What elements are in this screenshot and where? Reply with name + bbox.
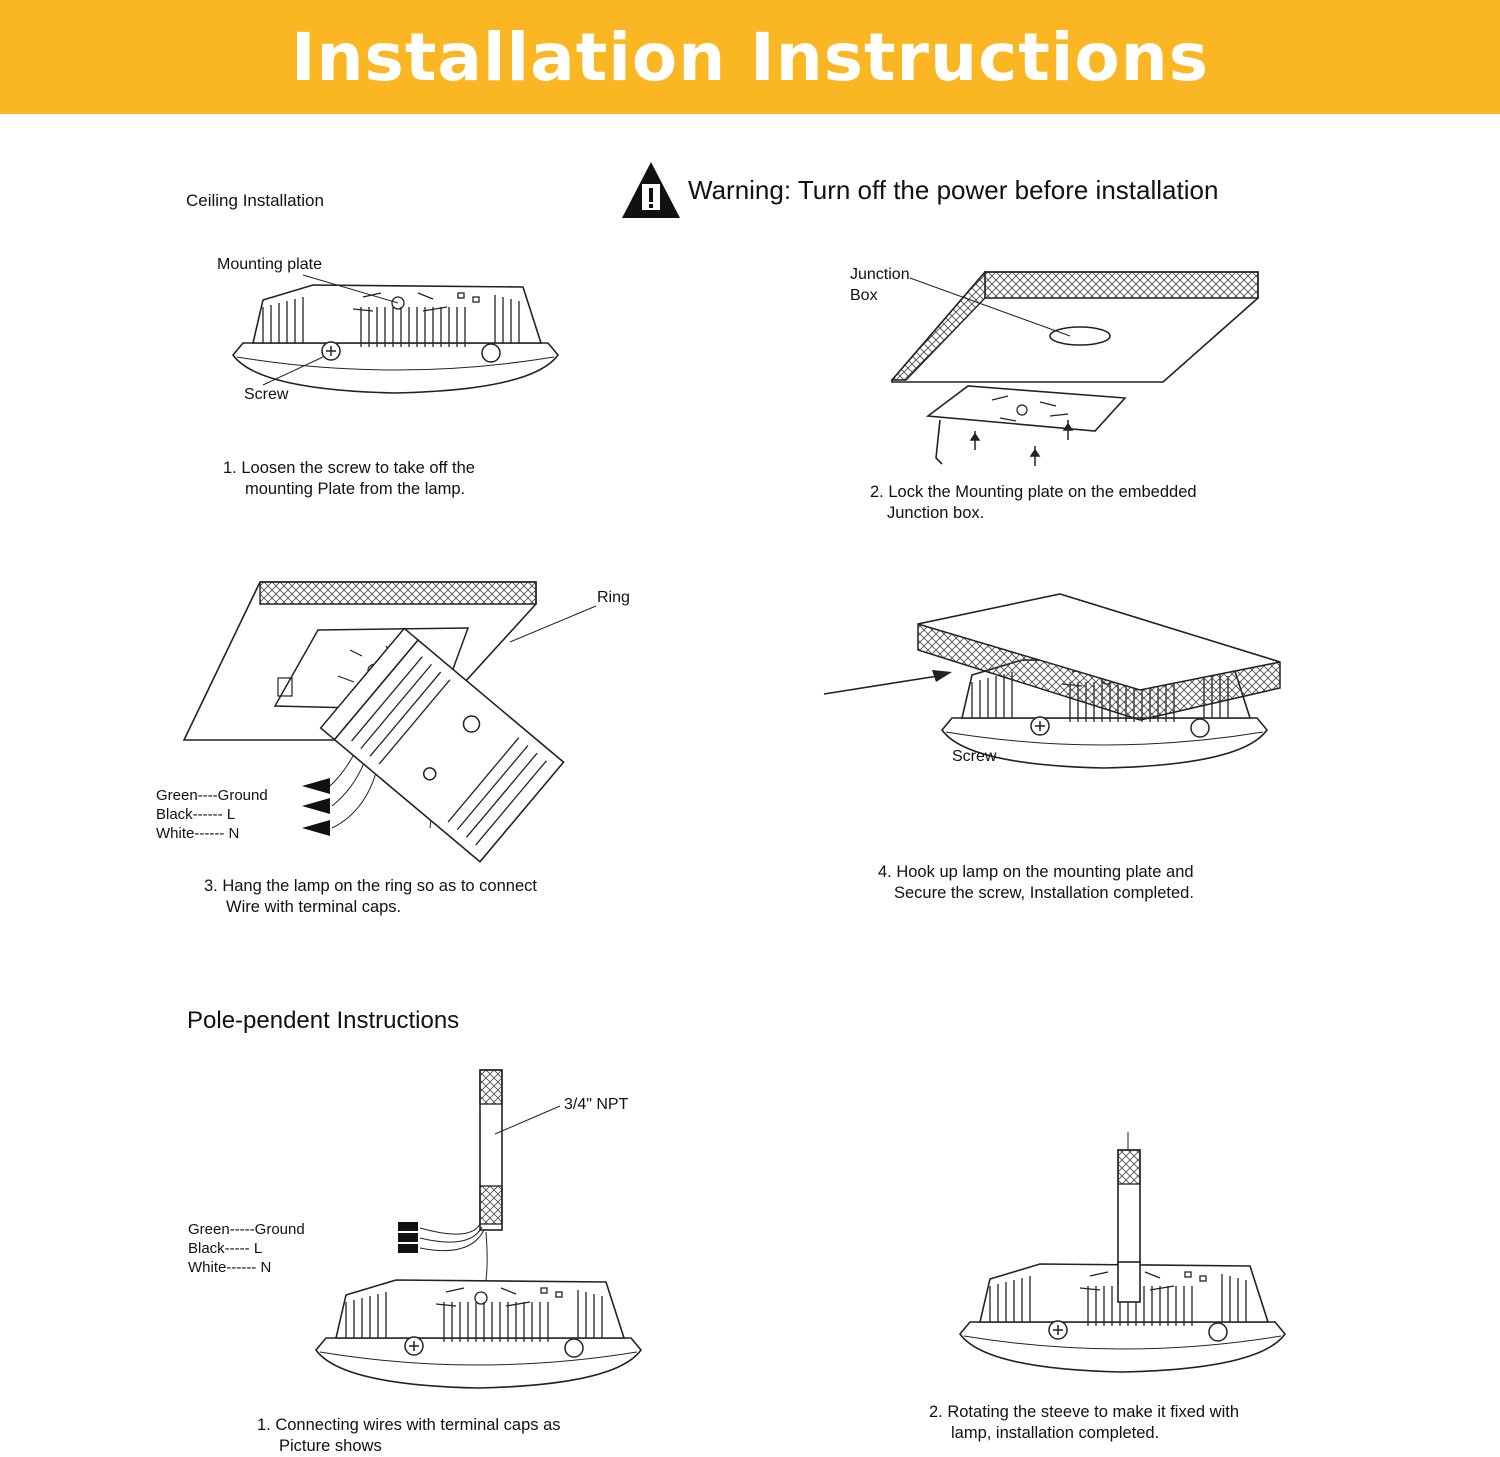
step1-caption-line2: mounting Plate from the lamp.: [245, 480, 466, 498]
wire-green-label: Green----Ground: [156, 787, 268, 804]
ceiling-junction-illustration: [890, 270, 1259, 466]
warning-text: Warning: Turn off the power before insta…: [688, 174, 1219, 205]
step3-caption-line1: 3. Hang the lamp on the ring so as to co…: [204, 877, 537, 895]
label-npt: 3/4" NPT: [564, 1096, 629, 1113]
label-junction-line2: Box: [850, 287, 878, 304]
pole-step1-caption: 1. Connecting wires with terminal caps a…: [257, 1415, 561, 1457]
wire-legend-pole: Green-----Ground Black----- L White-----…: [188, 1220, 305, 1277]
pole-step2-caption-line1: 2. Rotating the steeve to make it fixed …: [929, 1403, 1239, 1421]
step4-caption: 4. Hook up lamp on the mounting plate an…: [878, 862, 1194, 904]
warning-triangle-icon: [622, 162, 680, 218]
installed-lamp-illustration: [823, 593, 1281, 769]
wire-legend-step3: Green----Ground Black------ L White-----…: [156, 786, 268, 843]
step3-caption: 3. Hang the lamp on the ring so as to co…: [204, 876, 537, 918]
label-ring: Ring: [597, 589, 630, 606]
step2-caption: 2. Lock the Mounting plate on the embedd…: [870, 482, 1197, 524]
step2-caption-line2: Junction box.: [887, 504, 985, 522]
step4-caption-line1: 4. Hook up lamp on the mounting plate an…: [878, 863, 1194, 881]
wire-white-label: White------ N: [156, 825, 240, 842]
ceiling-installation-heading: Ceiling Installation: [186, 191, 324, 210]
label-screw-step4: Screw: [952, 748, 997, 765]
wire-black-label: Black------ L: [156, 806, 236, 823]
wire-green-label-pole: Green-----Ground: [188, 1221, 305, 1238]
wire-black-label-pole: Black----- L: [188, 1240, 263, 1257]
pole-installed-illustration: [959, 1132, 1286, 1373]
step2-caption-line1: 2. Lock the Mounting plate on the embedd…: [870, 483, 1197, 501]
step1-caption-line1: 1. Loosen the screw to take off the: [223, 459, 475, 477]
hang-lamp-illustration: [182, 581, 597, 863]
step3-caption-line2: Wire with terminal caps.: [226, 898, 402, 916]
pole-pendent-heading: Pole-pendent Instructions: [187, 1007, 460, 1034]
warning-notice: Warning: Turn off the power before insta…: [620, 160, 1218, 220]
pole-step1-caption-line1: 1. Connecting wires with terminal caps a…: [257, 1416, 561, 1434]
pole-step2-caption-line2: lamp, installation completed.: [951, 1424, 1160, 1442]
label-mounting-plate: Mounting plate: [217, 256, 322, 273]
label-screw-step1: Screw: [244, 386, 289, 403]
step1-caption: 1. Loosen the screw to take off the moun…: [223, 458, 475, 500]
pole-wiring-illustration: [315, 1069, 642, 1389]
header-banner: Installation Instructions: [0, 0, 1500, 114]
wire-white-label-pole: White------ N: [188, 1259, 272, 1276]
label-junction-box: Junction Box: [850, 264, 910, 306]
pole-step2-caption: 2. Rotating the steeve to make it fixed …: [929, 1402, 1239, 1444]
pole-step1-caption-line2: Picture shows: [279, 1437, 382, 1455]
label-junction-line1: Junction: [850, 266, 910, 283]
lamp-illustration-step1: [232, 274, 559, 394]
page-title: Installation Instructions: [291, 18, 1209, 96]
step4-caption-line2: Secure the screw, Installation completed…: [894, 884, 1194, 902]
